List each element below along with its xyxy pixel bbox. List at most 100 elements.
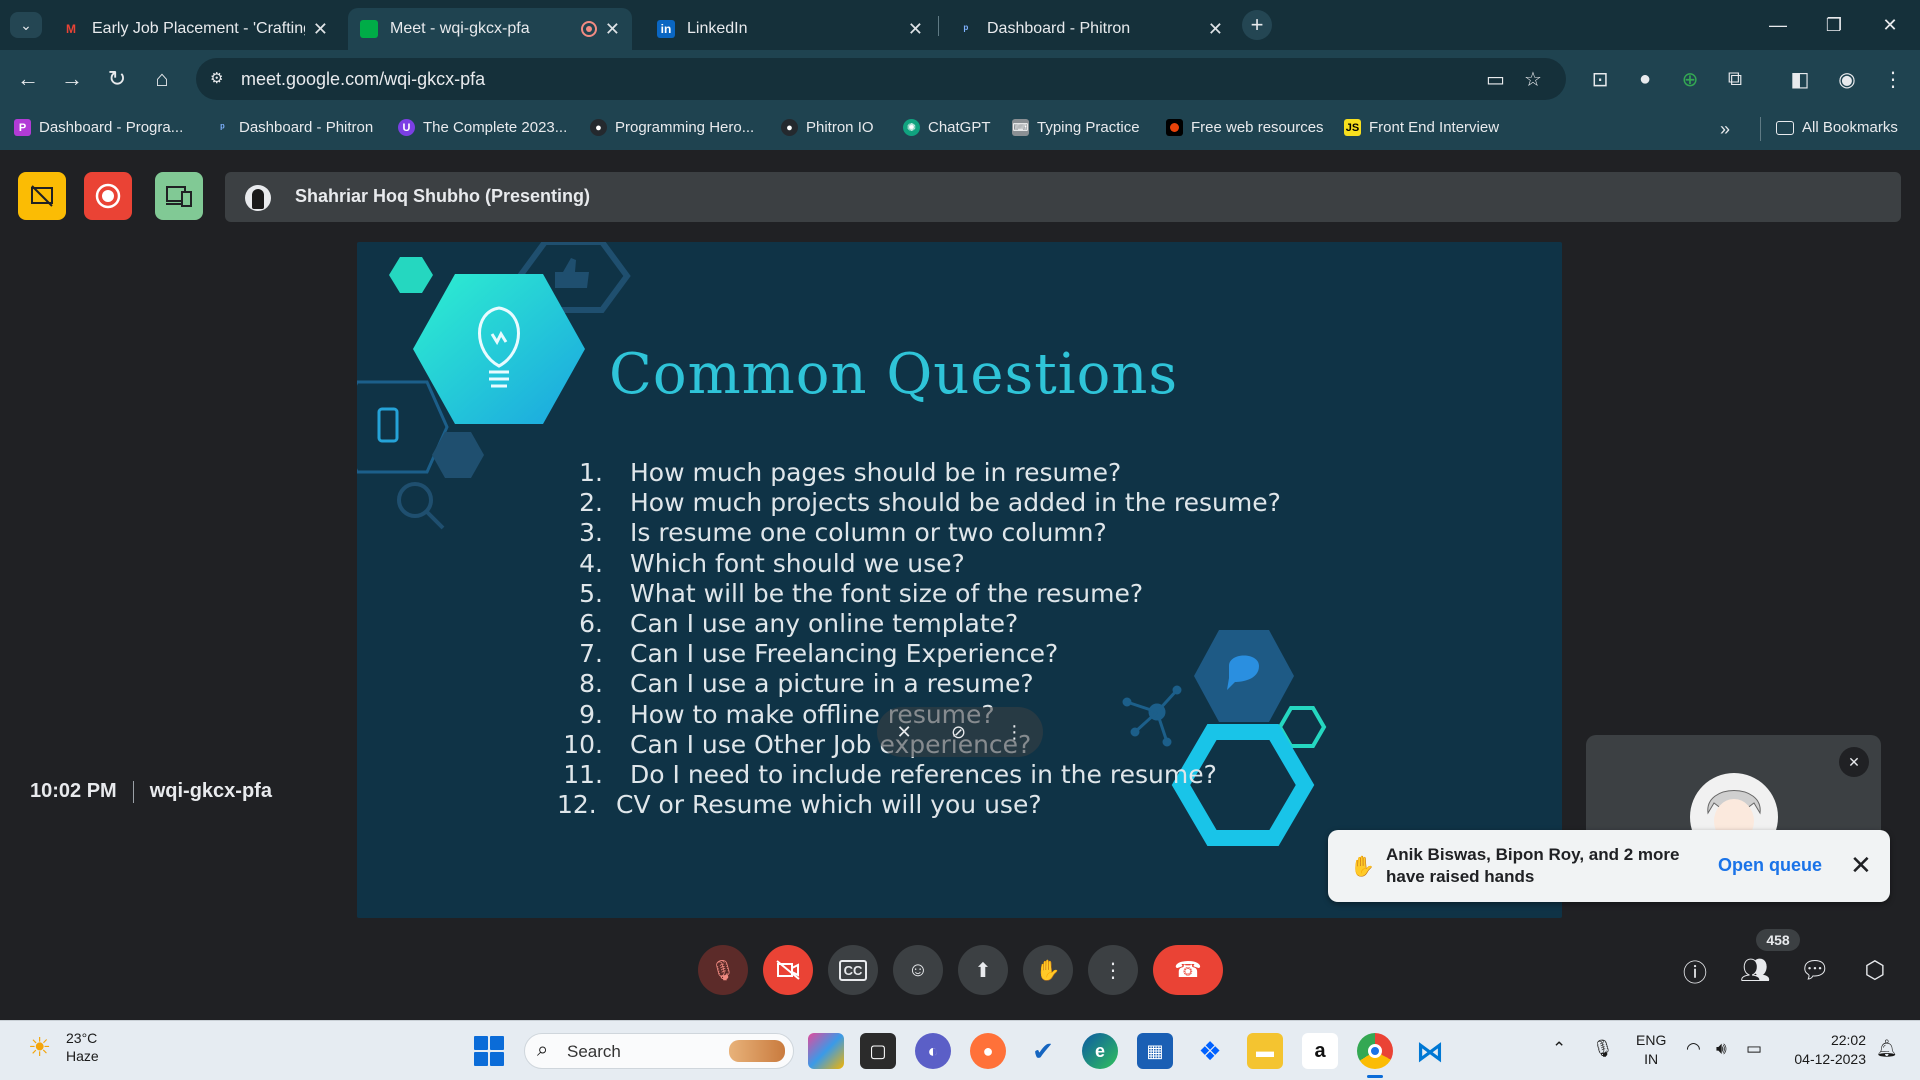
raise-hand-button[interactable]: ✋ (1023, 945, 1073, 995)
presenter-name: Shahriar Hoq Shubho (Presenting) (295, 186, 591, 206)
extension-plus-icon[interactable]: ⊕ (1681, 68, 1699, 91)
meeting-details-button[interactable]: ⓘ (1675, 950, 1715, 990)
camera-icon[interactable]: ▭ (1486, 69, 1505, 91)
bookmark-item[interactable]: JS Front End Interview (1344, 119, 1500, 136)
close-tab-icon[interactable]: ✕ (312, 18, 328, 39)
profile-avatar[interactable]: ◉ (1838, 68, 1856, 91)
side-panel-icon[interactable]: ◧ (1790, 68, 1810, 91)
end-call-icon: ☎ (1174, 957, 1202, 982)
tab-meet[interactable]: Meet - wqi-gkcx-pfa ✕ (348, 8, 632, 50)
bookmark-item[interactable]: ⌨ Typing Practice (1012, 119, 1140, 136)
tab-search-button[interactable]: ⌄ (10, 12, 42, 38)
more-menu-icon[interactable]: ⋮ (1883, 68, 1903, 91)
forward-button[interactable]: → (56, 63, 88, 95)
phitron-icon: ᵖ (220, 121, 225, 134)
volume-icon[interactable]: 🔊︎ (1716, 1039, 1727, 1058)
captions-button[interactable]: CC (828, 945, 878, 995)
todo-app-icon[interactable]: ✔ (1032, 1035, 1054, 1066)
camera-toggle-button[interactable] (763, 945, 813, 995)
show-hidden-icons-chevron-icon[interactable]: ⌃ (1552, 1039, 1567, 1058)
present-button[interactable]: ⬆ (958, 945, 1008, 995)
tab-linkedin[interactable]: in LinkedIn ✕ (645, 8, 935, 50)
open-queue-button[interactable]: Open queue (1718, 855, 1823, 875)
mic-toggle-button[interactable]: 🎙︎ (698, 945, 748, 995)
close-notification-icon[interactable]: ✕ (1850, 850, 1872, 880)
bookmark-item[interactable]: Free web resources (1166, 119, 1324, 136)
github-icon: ● (590, 119, 607, 136)
presentation-off-icon (31, 185, 53, 207)
close-tab-icon[interactable]: ✕ (1207, 18, 1223, 39)
close-tab-icon[interactable]: ✕ (604, 18, 620, 39)
bookmark-item[interactable]: ● Phitron IO (781, 119, 874, 136)
url-text[interactable]: meet.google.com/wqi-gkcx-pfa (241, 69, 486, 89)
typing-icon: ⌨ (1012, 119, 1029, 136)
address-bar[interactable]: ⚙ meet.google.com/wqi-gkcx-pfa ▭ ☆ (196, 58, 1566, 100)
restore-icon: ❐ (1825, 14, 1843, 35)
leave-call-button[interactable]: ☎ (1153, 945, 1223, 995)
file-explorer-icon[interactable]: ▬ (1247, 1033, 1283, 1069)
weather-widget[interactable]: ☀ 23°C Haze (28, 1030, 99, 1064)
extension-tab-icon[interactable]: ⊡ (1591, 68, 1609, 91)
extension-mic-icon[interactable]: ● (1638, 67, 1652, 90)
captions-off-button[interactable] (18, 172, 66, 220)
bookmark-item[interactable]: ᵖ Dashboard - Phitron (214, 119, 373, 136)
restore-button[interactable]: ❐ (1806, 0, 1862, 50)
firefox-icon[interactable]: ● (970, 1033, 1006, 1069)
bookmark-star-icon[interactable]: ☆ (1524, 69, 1542, 91)
recording-button[interactable] (84, 172, 132, 220)
vscode-icon[interactable]: ⋈ (1416, 1035, 1444, 1067)
taskbar-search[interactable]: ⌕ Search (524, 1033, 794, 1069)
companion-mode-button[interactable] (155, 172, 203, 220)
wifi-icon[interactable]: ◠ (1686, 1039, 1701, 1058)
dropbox-icon[interactable]: ❖ (1198, 1035, 1222, 1066)
list-item: 2.How much projects should be added in t… (579, 488, 1281, 518)
close-icon: ✕ (1882, 14, 1898, 35)
start-button[interactable] (474, 1036, 504, 1066)
all-bookmarks-folder[interactable]: All Bookmarks (1776, 119, 1898, 136)
amazon-icon[interactable]: a (1302, 1033, 1338, 1069)
chat-icon: 💬︎ (1799, 956, 1831, 984)
tab-phitron[interactable]: ᵖ Dashboard - Phitron ✕ (945, 8, 1235, 50)
reload-button[interactable]: ↻ (101, 63, 133, 95)
store-app-icon[interactable]: ▦ (1137, 1033, 1173, 1069)
close-tab-icon[interactable]: ✕ (907, 18, 923, 39)
more-bookmarks-icon[interactable]: » (1720, 119, 1731, 139)
battery-icon[interactable]: ▭ (1746, 1039, 1763, 1058)
bookmark-item[interactable]: ● Programming Hero... (590, 119, 754, 136)
teams-chat-icon[interactable]: ◐ (915, 1033, 951, 1069)
notification-bell-icon[interactable]: 🔔︎ (1876, 1039, 1898, 1058)
close-window-button[interactable]: ✕ (1862, 0, 1918, 50)
people-button[interactable]: 👥︎ (1735, 950, 1775, 990)
chat-button[interactable]: 💬︎ (1795, 950, 1835, 990)
task-view-icon[interactable]: ▢ (860, 1033, 896, 1069)
bookmark-item[interactable]: P Dashboard - Progra... (14, 119, 183, 136)
microphone-icon[interactable]: 🎙︎ (1592, 1039, 1614, 1058)
back-button[interactable]: ← (12, 63, 44, 95)
new-tab-button[interactable]: + (1242, 10, 1272, 40)
list-item: 5.What will be the font size of the resu… (579, 578, 1144, 608)
chrome-icon[interactable] (1357, 1033, 1393, 1078)
bookmark-item[interactable]: ✺ ChatGPT (903, 119, 991, 136)
activities-button[interactable]: ⬡ (1855, 950, 1895, 990)
minimize-button[interactable]: — (1750, 0, 1806, 50)
tab-gmail[interactable]: M Early Job Placement - 'Crafting ✕ (50, 8, 340, 50)
site-settings-icon[interactable]: ⚙ (210, 70, 224, 87)
meet-icon (360, 20, 378, 38)
extensions-puzzle-icon[interactable]: ⧉ (1727, 67, 1743, 90)
edge-browser-icon[interactable]: e (1082, 1033, 1118, 1069)
presenter-avatar (245, 185, 271, 211)
list-item: 1.How much pages should be in resume? (579, 458, 1122, 487)
bookmark-item[interactable]: U The Complete 2023... (398, 119, 567, 136)
home-button[interactable]: ⌂ (146, 63, 178, 95)
copilot-app-icon[interactable] (808, 1033, 844, 1069)
language-indicator[interactable]: ENG IN (1636, 1032, 1667, 1067)
pin-off-icon[interactable]: ✕ (896, 721, 912, 742)
more-options-button[interactable]: ⋮ (1088, 945, 1138, 995)
reactions-button[interactable]: ☺ (893, 945, 943, 995)
recording-icon (580, 21, 597, 37)
browser-toolbar: ← → ↻ ⌂ ⚙ meet.google.com/wqi-gkcx-pfa ▭… (0, 50, 1920, 108)
more-options-icon[interactable]: ⋮ (1005, 721, 1024, 742)
system-clock[interactable]: 22:02 04-12-2023 (1794, 1032, 1866, 1067)
hide-icon[interactable]: ⊘ (950, 721, 967, 742)
hex-large-outline (1171, 724, 1315, 846)
